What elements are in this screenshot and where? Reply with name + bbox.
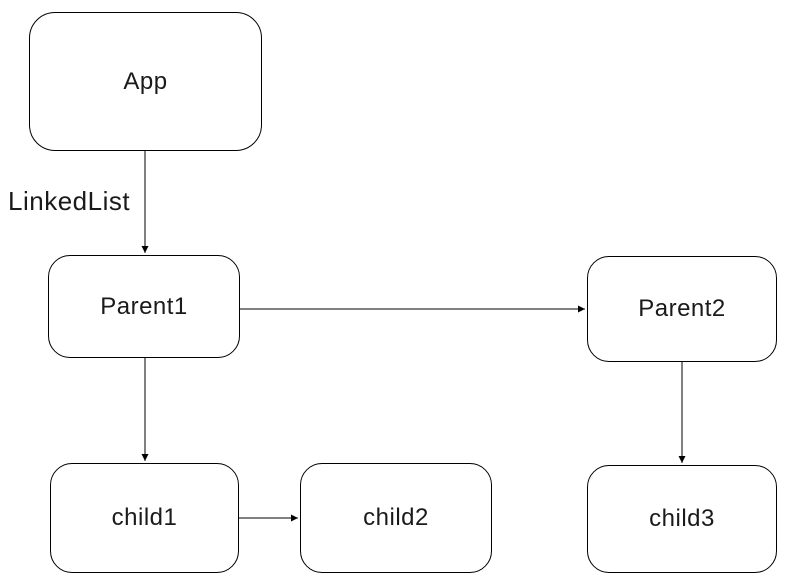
node-child3: child3 (587, 465, 777, 573)
node-child2-label: child2 (363, 504, 429, 531)
node-app: App (29, 12, 262, 151)
edge-label-linkedlist: LinkedList (8, 186, 131, 216)
node-parent1-label: Parent1 (100, 292, 188, 320)
node-parent1: Parent1 (48, 255, 240, 358)
node-child3-label: child3 (649, 505, 715, 532)
node-child1-label: child1 (111, 504, 178, 531)
node-child1: child1 (50, 463, 239, 573)
node-child2: child2 (300, 463, 492, 573)
node-parent2: Parent2 (587, 256, 777, 362)
node-parent2-label: Parent2 (638, 295, 726, 322)
node-app-label: App (123, 67, 168, 95)
